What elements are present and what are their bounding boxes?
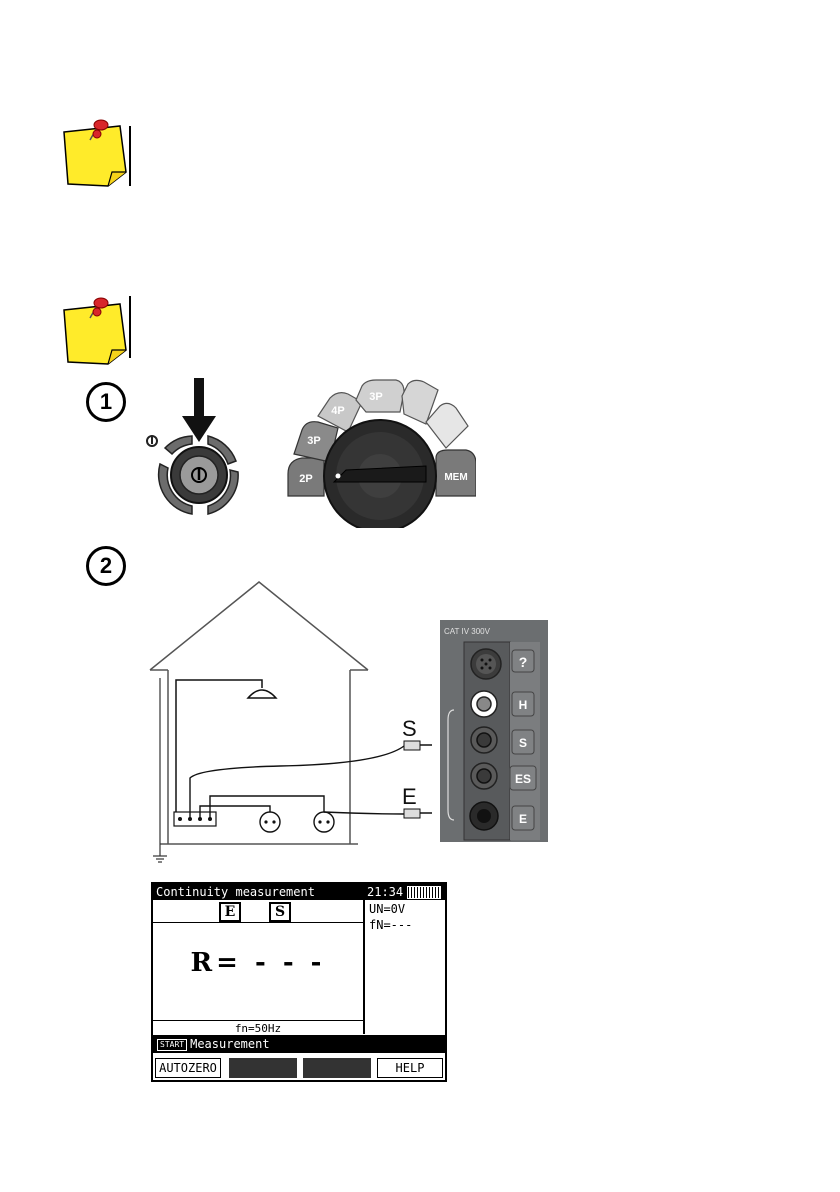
switch-position-label: MEM (444, 472, 467, 483)
display-divider (363, 900, 365, 1034)
rotary-switch: 2P 3P 4P 3P MEM (286, 378, 476, 528)
mains-frequency: fn=50Hz (153, 1022, 363, 1035)
voltage-rating: CAT IV 300V (444, 627, 491, 636)
display-divider (153, 922, 363, 923)
softkey-blank[interactable] (229, 1058, 297, 1078)
resistance-result: R= - - - (153, 948, 363, 978)
socket-panel: CAT IV 300V ? H S ES E (440, 620, 548, 842)
step-number: 1 (86, 382, 126, 422)
power-button-illustration (140, 376, 250, 526)
voltage-readout: UN=0V (369, 902, 405, 916)
house-wiring-diagram: S E (140, 578, 440, 868)
note-icon (60, 118, 130, 188)
switch-position-label: 2P (299, 473, 312, 485)
display-title: Continuity measurement (153, 884, 366, 900)
start-key-badge: START (157, 1039, 187, 1051)
terminal-e-indicator: E (219, 902, 241, 922)
autozero-softkey[interactable]: AUTOZERO (155, 1058, 221, 1078)
svg-text:?: ? (519, 654, 528, 670)
note-icon (60, 296, 130, 366)
frequency-readout: fN=--- (369, 918, 412, 932)
help-softkey[interactable]: HELP (377, 1058, 443, 1078)
status-text: Measurement (190, 1037, 269, 1051)
display-divider (153, 1020, 363, 1021)
switch-position-label: 3P (369, 391, 382, 403)
socket-label: H (519, 698, 528, 712)
probe-s-label: S (402, 716, 417, 741)
battery-icon (407, 886, 441, 899)
socket-label: S (519, 736, 527, 750)
socket-label: E (519, 812, 527, 826)
switch-position-label: 3P (307, 435, 320, 447)
softkey-blank[interactable] (303, 1058, 371, 1078)
step-number: 2 (86, 546, 126, 586)
probe-e-label: E (402, 784, 417, 809)
note-divider (129, 126, 131, 186)
note-divider (129, 296, 131, 358)
meter-display: Continuity measurement 21:34 E S UN=0V f… (151, 882, 447, 1082)
socket-label: ES (515, 772, 531, 786)
switch-position-label: 4P (331, 405, 344, 417)
terminal-s-indicator: S (269, 902, 291, 922)
